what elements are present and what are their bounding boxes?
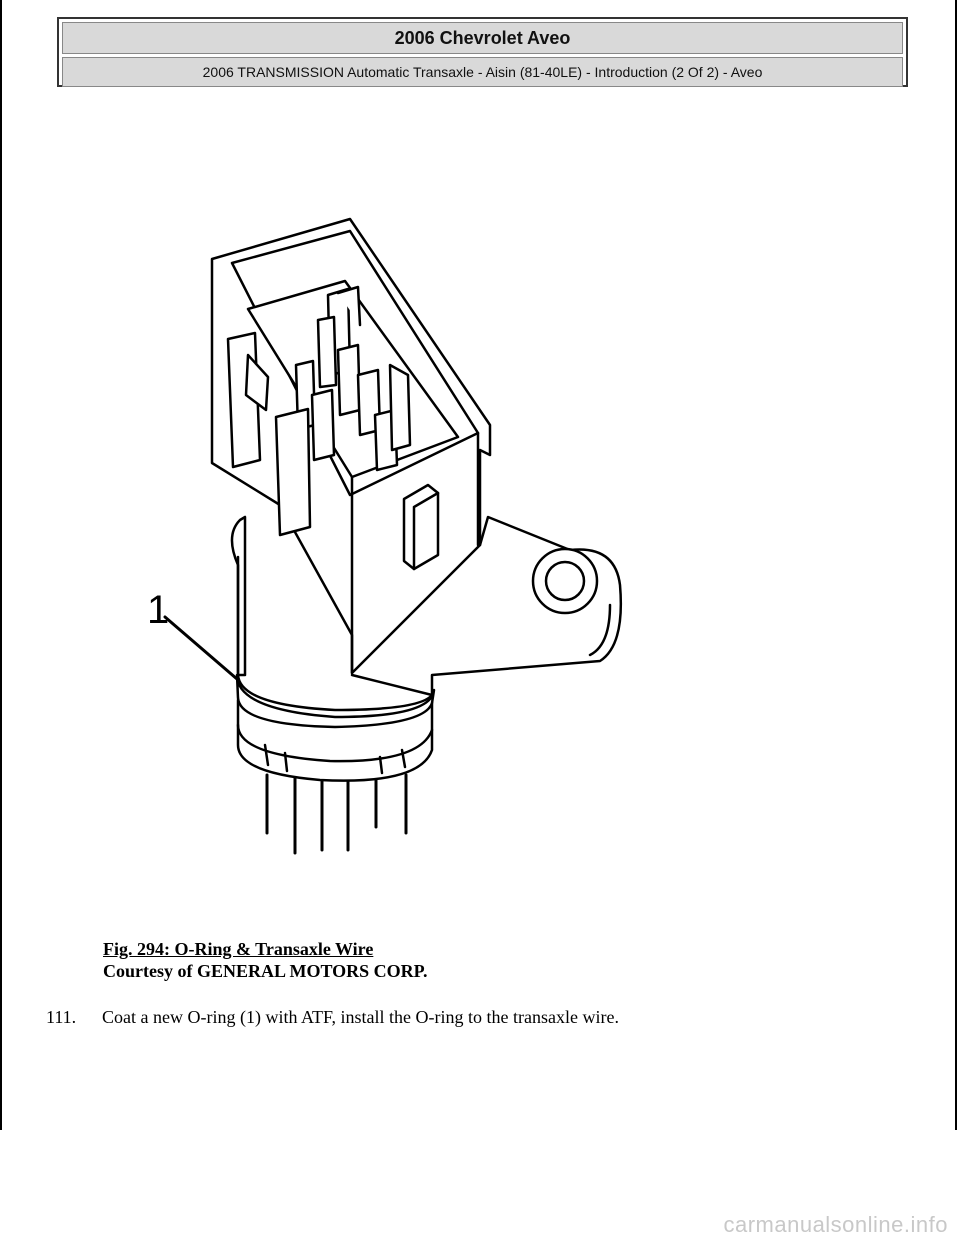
callout-label-1: 1 (147, 588, 169, 632)
locking-tab (274, 407, 312, 537)
document-header: 2006 Chevrolet Aveo 2006 TRANSMISSION Au… (57, 17, 908, 87)
step-text: Coat a new O-ring (1) with ATF, install … (102, 1007, 619, 1027)
page-frame (0, 0, 957, 1130)
figure-caption-title: Fig. 294: O-Ring & Transaxle Wire (103, 939, 374, 959)
oring-transaxle-wire-figure: 1 (120, 205, 660, 865)
procedure-step: 111. Coat a new O-ring (1) with ATF, inst… (46, 1007, 619, 1028)
document-subtitle: 2006 TRANSMISSION Automatic Transaxle - … (62, 57, 903, 87)
side-lug (402, 483, 440, 571)
callout-leader-line (163, 615, 239, 681)
wire-bundle (265, 773, 408, 855)
o-ring (235, 673, 436, 729)
document-title: 2006 Chevrolet Aveo (62, 22, 903, 54)
figure-caption-credit: Courtesy of GENERAL MOTORS CORP. (103, 961, 428, 981)
step-number: 111. (46, 1007, 77, 1027)
watermark-text: carmanualsonline.info (723, 1212, 948, 1237)
connector-terminals (294, 285, 412, 472)
footer-area: carmanualsonline.info (0, 1130, 960, 1242)
figure-caption: Fig. 294: O-Ring & Transaxle Wire Courte… (103, 938, 428, 982)
